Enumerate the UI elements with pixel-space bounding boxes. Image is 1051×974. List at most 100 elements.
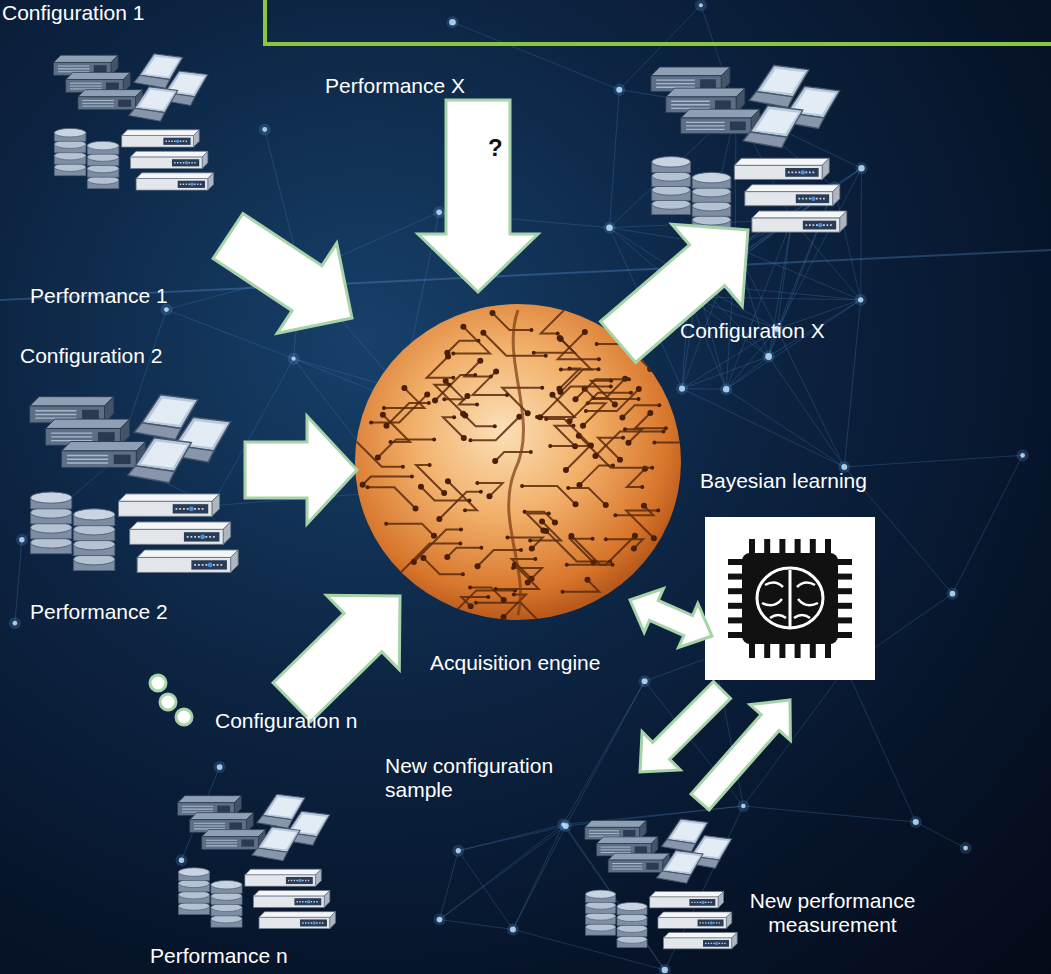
chip-pin: [810, 539, 816, 555]
circuit-node: [384, 522, 388, 526]
caption-label: Performance 1: [30, 284, 168, 308]
network-dot: [642, 678, 648, 684]
circuit-trace: [558, 332, 599, 359]
circuit-node: [613, 513, 617, 517]
network-line: [726, 300, 861, 389]
circuit-node: [537, 620, 543, 626]
circuit-trace: [448, 481, 477, 510]
circuit-node: [656, 509, 660, 513]
circuit-trace: [546, 419, 591, 446]
chip-pin: [795, 642, 801, 658]
circuit-node: [609, 379, 613, 383]
circuit-trace: [622, 405, 659, 417]
network-dot: [723, 386, 729, 392]
network-dot: [616, 87, 622, 93]
circuit-trace: [378, 439, 434, 457]
network-dot: [662, 967, 668, 973]
circuit-node: [617, 457, 623, 463]
circuit-node: [568, 533, 574, 539]
circuit-trace: [583, 403, 606, 426]
circuit-node: [464, 393, 470, 399]
block-arrow: [245, 416, 357, 524]
chip-pin: [825, 642, 831, 658]
block-arrow: [630, 589, 712, 648]
chip-pin: [836, 617, 852, 623]
circuit-node: [591, 537, 595, 541]
circuit-trace: [654, 443, 717, 467]
network-line: [777, 219, 792, 329]
network-glow: [910, 816, 922, 828]
network-glow: [613, 84, 625, 96]
network-dot: [179, 857, 184, 862]
brain-illustration: [350, 299, 721, 625]
circuit-node: [427, 401, 431, 405]
network-dot: [164, 307, 169, 312]
circuit-node: [468, 438, 472, 442]
circuit-node: [592, 453, 598, 459]
circuit-node: [441, 490, 447, 496]
circuit-node: [432, 437, 436, 441]
circuit-trace: [434, 385, 465, 416]
network-glow: [720, 383, 732, 395]
circuit-node: [468, 603, 474, 609]
circuit-node: [475, 563, 481, 569]
circuit-node: [528, 538, 532, 542]
circuit-node: [604, 537, 608, 541]
circuit-trace: [527, 514, 549, 531]
chip-pin: [749, 539, 755, 555]
circuit-node: [468, 498, 472, 502]
circuit-node: [631, 545, 637, 551]
chip-pin: [749, 642, 755, 658]
block-arrow: [691, 700, 790, 810]
chip-brain: [762, 582, 818, 618]
circuit-trace: [495, 452, 531, 461]
circuit-node: [558, 336, 564, 342]
network-glow: [946, 588, 958, 600]
network-glow: [259, 123, 271, 135]
circuit-node: [539, 518, 545, 524]
chip-pin: [728, 574, 744, 580]
network-line: [458, 851, 513, 930]
network-line: [440, 826, 566, 920]
network-glow: [603, 222, 615, 234]
circuit-node: [647, 366, 653, 372]
network-dot: [606, 224, 613, 231]
circuit-trace: [575, 379, 628, 399]
circuit-node: [451, 376, 455, 380]
caption-label: Performance n: [150, 944, 288, 968]
network-line: [735, 248, 860, 300]
circuit-trace: [453, 327, 490, 354]
network-glow: [856, 162, 868, 174]
circuit-trace: [386, 403, 428, 426]
network-dot: [13, 621, 18, 626]
circuit-trace: [525, 512, 555, 523]
block-arrow: [640, 682, 731, 773]
circuit-node: [444, 554, 450, 560]
circuit-node: [462, 412, 468, 418]
network-line: [452, 22, 619, 90]
circuit-node: [468, 585, 472, 589]
arrows: [213, 100, 790, 810]
chip-pin: [836, 603, 852, 609]
circuit-node: [609, 385, 613, 389]
network-glow: [9, 617, 21, 629]
network-line: [846, 668, 916, 822]
circuit-node: [493, 368, 499, 374]
circuit-node: [556, 386, 562, 392]
chip-pin: [779, 642, 785, 658]
circuit-trace: [427, 356, 454, 377]
circuit-trace: [563, 580, 600, 592]
caption-label: Performance X: [325, 74, 465, 98]
circuit-trace: [550, 446, 590, 470]
network-dot: [741, 804, 746, 809]
network-line: [844, 455, 1022, 467]
chip-pin: [779, 539, 785, 555]
circuit-node: [461, 435, 467, 441]
circuit-trace: [363, 477, 412, 485]
circuit-trace: [472, 371, 507, 395]
circuit-node: [401, 465, 405, 469]
circuit-node: [657, 403, 661, 407]
circuit-node: [641, 503, 647, 509]
